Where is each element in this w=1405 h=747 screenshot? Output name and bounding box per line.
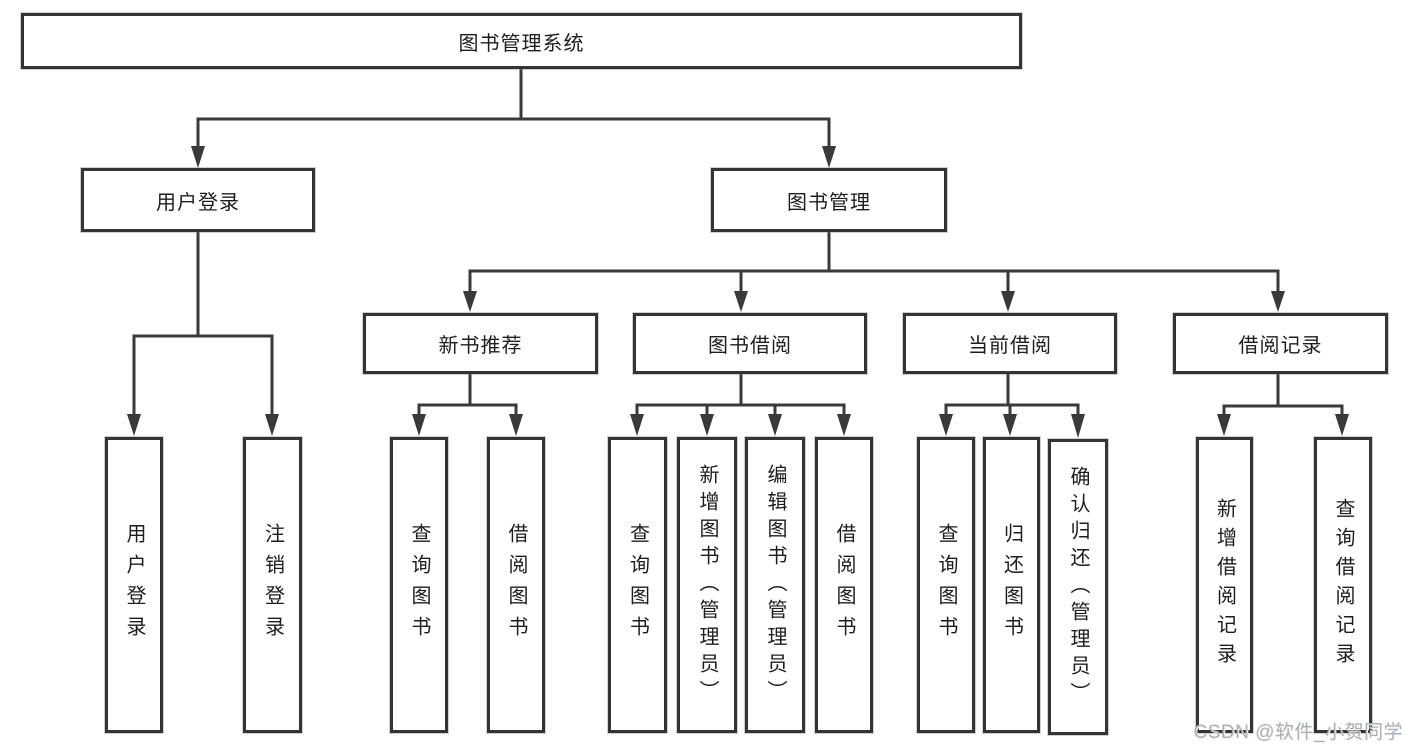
node-label: 新增借阅记录 bbox=[1213, 498, 1236, 672]
node-edit-book-admin: 编辑图书（管理员） bbox=[745, 437, 805, 733]
node-label: 查询借阅记录 bbox=[1332, 498, 1354, 672]
arrow-down-icon bbox=[1003, 414, 1017, 436]
node-label: 借阅记录 bbox=[1238, 335, 1323, 357]
node-label: 编辑图书（管理员） bbox=[764, 463, 786, 707]
arrow-down-icon bbox=[822, 146, 836, 168]
node-label: 用户登录 bbox=[123, 523, 145, 647]
node-label: 查询图书 bbox=[626, 523, 649, 647]
node-label: 查询图书 bbox=[935, 523, 957, 647]
node-label: 图书管理 bbox=[787, 191, 871, 214]
node-label: 新书推荐 bbox=[438, 335, 523, 357]
arrow-down-icon bbox=[463, 291, 477, 312]
node-query-books: 查询图书 bbox=[390, 437, 448, 733]
node-label: 注销登录 bbox=[261, 523, 284, 647]
node-label: 查询图书 bbox=[408, 523, 430, 647]
node-label: 当前借阅 bbox=[968, 335, 1052, 357]
node-borrow-books: 借阅图书 bbox=[487, 437, 545, 733]
arrow-down-icon bbox=[630, 414, 644, 436]
node-book-management-branch: 图书管理 bbox=[711, 168, 947, 232]
node-query-books: 查询图书 bbox=[917, 437, 975, 733]
node-return-books: 归还图书 bbox=[983, 437, 1040, 733]
node-label: 图书管理系统 bbox=[458, 32, 585, 55]
arrow-down-icon bbox=[1271, 291, 1285, 312]
node-new-book-recommendation: 新书推荐 bbox=[363, 313, 598, 374]
arrow-down-icon bbox=[939, 414, 953, 436]
arrow-down-icon bbox=[191, 146, 205, 168]
node-book-borrowing: 图书借阅 bbox=[633, 313, 867, 374]
arrow-down-icon bbox=[734, 291, 748, 312]
node-borrow-books: 借阅图书 bbox=[815, 437, 873, 733]
watermark-text: CSDN @软件_小贺同学 bbox=[1193, 722, 1403, 743]
arrow-down-icon bbox=[1335, 414, 1349, 436]
node-borrowing-records: 借阅记录 bbox=[1173, 313, 1388, 374]
node-label: 借阅图书 bbox=[833, 523, 855, 647]
node-query-books: 查询图书 bbox=[608, 437, 667, 733]
arrow-down-icon bbox=[1001, 291, 1015, 312]
arrow-down-icon bbox=[265, 414, 279, 436]
arrow-down-icon bbox=[127, 414, 141, 436]
node-query-borrow-record: 查询借阅记录 bbox=[1314, 437, 1372, 733]
node-label: 归还图书 bbox=[1000, 523, 1023, 647]
node-add-borrow-record: 新增借阅记录 bbox=[1196, 437, 1253, 733]
node-library-management-system: 图书管理系统 bbox=[21, 13, 1022, 69]
node-logout: 注销登录 bbox=[243, 437, 302, 733]
arrow-down-icon bbox=[509, 414, 523, 436]
arrow-down-icon bbox=[1217, 414, 1231, 436]
arrow-down-icon bbox=[700, 414, 714, 436]
arrow-down-icon bbox=[768, 414, 782, 436]
node-label: 用户登录 bbox=[156, 191, 240, 214]
node-label: 确认归还（管理员） bbox=[1067, 465, 1089, 709]
node-user-login: 用户登录 bbox=[105, 437, 163, 733]
node-add-book-admin: 新增图书（管理员） bbox=[677, 437, 737, 733]
node-confirm-return-admin: 确认归还（管理员） bbox=[1048, 439, 1108, 735]
node-label: 图书借阅 bbox=[708, 335, 792, 357]
arrow-down-icon bbox=[837, 414, 851, 436]
node-label: 新增图书（管理员） bbox=[696, 463, 718, 707]
arrow-down-icon bbox=[1071, 414, 1085, 438]
node-label: 借阅图书 bbox=[505, 523, 527, 647]
node-current-borrowing: 当前借阅 bbox=[903, 313, 1117, 374]
node-user-login-branch: 用户登录 bbox=[81, 168, 315, 232]
arrow-down-icon bbox=[412, 414, 426, 436]
